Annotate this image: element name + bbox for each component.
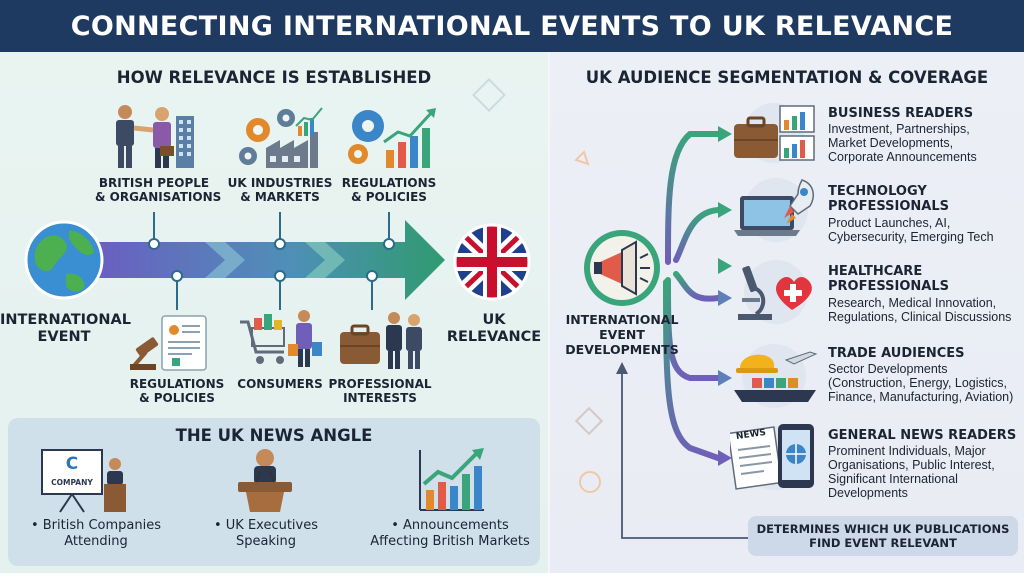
arrow-chevron (305, 242, 345, 278)
factor-label-british-people: BRITISH PEOPLE& ORGANISATIONS (95, 176, 222, 204)
briefcase-people-icon (340, 312, 422, 369)
shopping-cart-icon (240, 310, 322, 367)
briefcase-chart-icon (734, 103, 815, 163)
page-title: CONNECTING INTERNATIONAL EVENTS TO UK RE… (70, 10, 954, 42)
audience-title-general-news: GENERAL NEWS READERS (828, 428, 1017, 443)
header-bar: CONNECTING INTERNATIONAL EVENTS TO UK RE… (0, 0, 1024, 52)
newspaper-tablet-icon (730, 424, 814, 490)
audience-desc-healthcare: Research, Medical Innovation,Regulations… (828, 296, 1012, 324)
handshake-icon (116, 105, 194, 168)
audience-desc-trade: Sector Developments(Construction, Energy… (828, 362, 1014, 404)
audience-flow-diagram (574, 126, 748, 539)
company-presentation-icon: C COMPANY (40, 448, 132, 514)
main-flow-arrow (98, 220, 445, 300)
relevance-flow-diagram (24, 78, 531, 310)
factor-label-regulations-bottom: REGULATIONS& POLICIES (129, 377, 225, 405)
uk-flag-icon (453, 223, 531, 301)
company-logo-letter: C (65, 454, 79, 474)
globe-icon (24, 220, 104, 300)
factory-icon (239, 107, 323, 168)
growth-chart-icon (419, 448, 484, 511)
microscope-heart-icon (738, 260, 812, 324)
arrow-chevron (205, 242, 245, 278)
megaphone-icon (584, 230, 660, 306)
ship-helmet-icon (734, 344, 818, 408)
gears-chart-icon (348, 108, 436, 168)
factor-label-regulations-top: REGULATIONS& POLICIES (341, 176, 437, 204)
audience-desc-technology: Product Launches, AI,Cybersecurity, Emer… (828, 216, 994, 244)
gavel-document-icon (130, 315, 207, 371)
left-section-title: HOW RELEVANCE IS ESTABLISHED (116, 68, 432, 87)
audience-title-business: BUSINESS READERS (828, 106, 974, 121)
right-section-title: UK AUDIENCE SEGMENTATION & COVERAGE (585, 68, 989, 87)
factor-label-uk-industries: UK INDUSTRIES& MARKETS (227, 176, 333, 204)
laptop-rocket-icon (734, 178, 815, 242)
company-sign: COMPANY (51, 478, 93, 487)
factor-label-consumers: CONSUMERS (237, 377, 323, 391)
news-angle-title: THE UK NEWS ANGLE (175, 426, 373, 445)
audience-desc-business: Investment, Partnerships,Market Developm… (828, 122, 977, 164)
audience-title-trade: TRADE AUDIENCES (828, 346, 965, 361)
speaker-podium-icon (238, 449, 292, 512)
